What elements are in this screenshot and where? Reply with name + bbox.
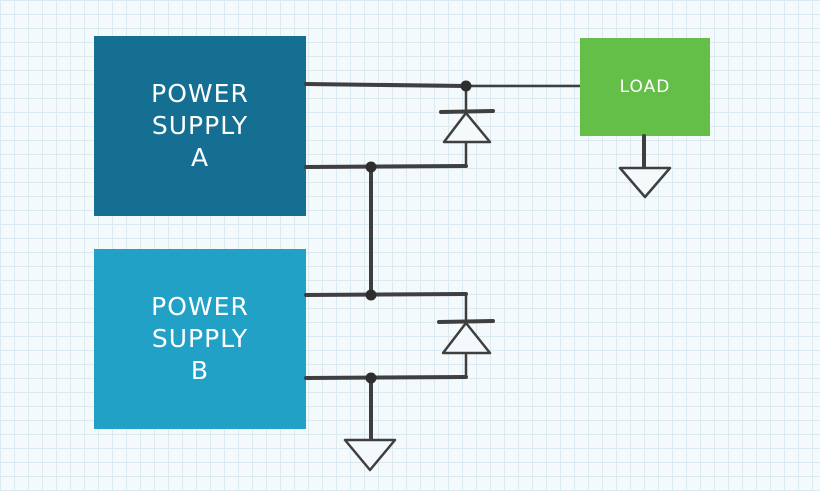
wire-psu-a-negative xyxy=(304,164,468,169)
junction-dot xyxy=(365,289,377,301)
junction-dot xyxy=(365,161,377,173)
power-supply-b-line-1: POWER xyxy=(151,292,249,321)
power-supply-a-line-1: POWER xyxy=(151,79,249,108)
wire-psu-b-negative xyxy=(304,375,468,380)
junction-dot xyxy=(460,80,472,92)
ground-psu-b-icon xyxy=(343,438,397,472)
power-supply-b-block: POWER SUPPLY B xyxy=(94,249,306,429)
power-supply-a-block: POWER SUPPLY A xyxy=(94,36,306,216)
load-label: LOAD xyxy=(619,77,671,97)
power-supply-a-line-2: SUPPLY xyxy=(151,111,249,140)
wire-psu-b-positive xyxy=(304,292,468,297)
ground-load-icon xyxy=(618,166,672,199)
diode-b-icon xyxy=(437,294,495,377)
power-supply-b-line-2: SUPPLY xyxy=(151,324,249,353)
power-supply-a-line-3: A xyxy=(190,143,210,172)
diode-a-icon xyxy=(439,86,495,166)
junction-dot xyxy=(365,372,377,384)
power-supply-b-line-3: B xyxy=(190,356,210,385)
wire-psu-a-positive xyxy=(304,82,468,88)
load-block: LOAD xyxy=(580,38,710,136)
